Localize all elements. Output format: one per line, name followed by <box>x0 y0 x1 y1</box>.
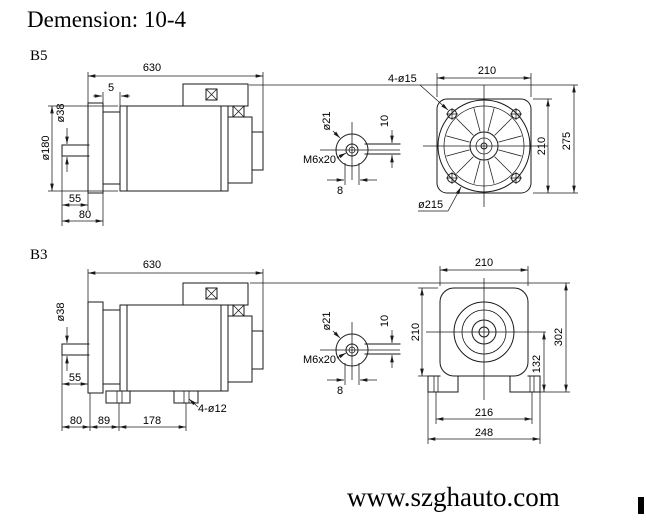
b5-flange-dimensions: 210 4-ø15 210 275 ø215 <box>249 65 578 212</box>
b3-section-label: B3 <box>30 247 48 263</box>
b5-flange-view <box>423 85 548 207</box>
b3-rear-dimensions: 210 210 302 132 216 248 <box>250 257 570 444</box>
b5-dim-flange-holes: 4-ø15 <box>388 73 417 85</box>
b5-dim-flange-overall-height: 275 <box>561 132 573 150</box>
fan-spokes <box>446 108 522 184</box>
b5-dim-gap: 5 <box>108 82 114 94</box>
b5-shaft-end-view <box>320 122 401 180</box>
b5-dim-shaft-dia: ø38 <box>55 104 67 123</box>
b3-dim-shaft-dia: ø38 <box>55 303 67 322</box>
b5-section-label: B5 <box>30 48 48 64</box>
b3-dim-foot-width: 248 <box>475 427 493 439</box>
b3-dim-shaft-end-dia: ø21 <box>321 312 333 331</box>
b3-dim-foot-hole-span: 216 <box>475 407 493 419</box>
b5-dim-body-dia: ø180 <box>40 135 52 160</box>
page-title: Demension: 10-4 <box>27 7 187 32</box>
b3-dim-shaft-len: 55 <box>69 372 81 384</box>
flange-bolt-holes <box>446 108 522 184</box>
b5-side-dimensions: 630 5 ø38 ø180 55 80 <box>40 62 264 226</box>
b5-side-view <box>61 83 264 194</box>
b3-dim-key-height: 10 <box>379 315 391 327</box>
b5-dim-flange-height: 210 <box>536 137 548 155</box>
b3-dim-rear-height: 210 <box>410 323 422 341</box>
b3-shaft-end-dimensions: ø21 10 M6x20 8 <box>303 312 394 397</box>
b3-dim-key-width: 8 <box>337 385 343 397</box>
b3-side-view <box>61 282 264 404</box>
b5-dim-shaft-end-dia: ø21 <box>321 112 333 131</box>
website-footer: www.szghauto.com <box>347 482 560 512</box>
b3-dim-80: 80 <box>70 415 82 427</box>
b3-shaft-end-view <box>320 322 401 380</box>
b5-dim-key-width: 8 <box>337 185 343 197</box>
b5-dim-front-len: 80 <box>79 209 91 221</box>
b5-dim-spigot-dia: ø215 <box>418 199 443 211</box>
b5-dim-shaft-len: 55 <box>69 193 81 205</box>
b3-feet-side <box>105 390 199 404</box>
b5-shaft-end-dimensions: ø21 10 M6x20 8 <box>303 112 394 197</box>
b3-dim-178: 178 <box>143 415 161 427</box>
b5-dim-key-height: 10 <box>379 115 391 127</box>
b3-dim-length: 630 <box>143 259 161 271</box>
b3-dim-rear-width: 210 <box>475 257 493 269</box>
corner-mark <box>638 497 644 514</box>
b3-dim-foot-holes: 4-ø12 <box>198 403 227 415</box>
b3-dim-shaft-height: 132 <box>531 355 543 373</box>
b3-side-dimensions: 630 ø38 55 80 89 178 4-ø12 <box>55 259 264 431</box>
b3-dim-overall-height: 302 <box>553 328 565 346</box>
b3-dim-89: 89 <box>98 415 110 427</box>
b3-dim-tap: M6x20 <box>303 354 336 366</box>
b5-dim-tap: M6x20 <box>303 154 336 166</box>
b3-rear-view <box>426 278 546 400</box>
b5-dim-length: 630 <box>143 62 161 74</box>
b5-dim-flange-width: 210 <box>478 65 496 77</box>
